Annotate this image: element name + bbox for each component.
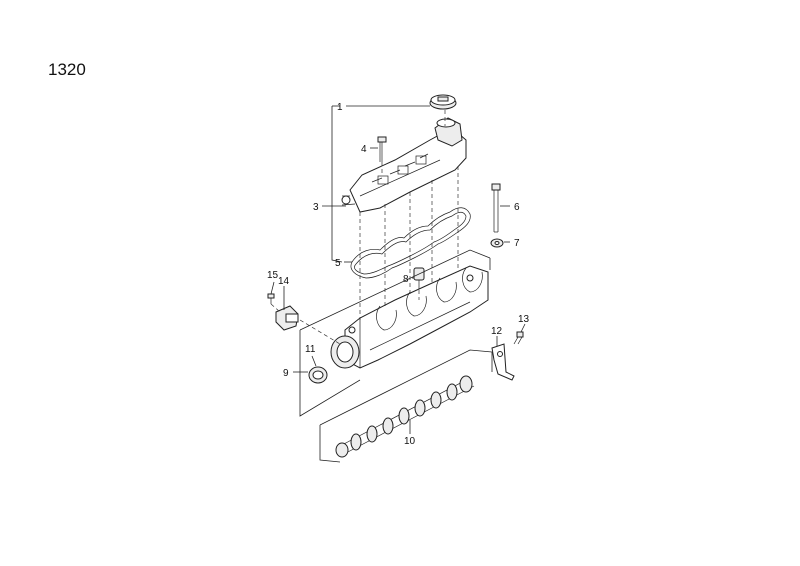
- callout-6: 6: [514, 202, 520, 213]
- callout-5: 5: [335, 258, 341, 269]
- callout-11: 11: [305, 344, 316, 355]
- callout-9: 9: [283, 368, 289, 379]
- callout-labels: 1 3 4 5 6 7 8 9 10 11 12 13 14 15: [267, 102, 530, 447]
- plug[interactable]: [413, 267, 425, 290]
- callout-3: 3: [313, 202, 319, 213]
- callout-14: 14: [278, 276, 290, 287]
- callout-7: 7: [514, 238, 520, 249]
- valve-cover[interactable]: [341, 117, 467, 213]
- callout-4: 4: [361, 144, 367, 155]
- callout-1: 1: [337, 102, 343, 113]
- long-bolt[interactable]: [491, 183, 501, 233]
- diagram-number: 1320: [48, 60, 86, 79]
- callout-8: 8: [403, 274, 409, 285]
- cover-bolt[interactable]: [377, 136, 387, 162]
- valve-cover-gasket[interactable]: [350, 207, 471, 279]
- camshaft[interactable]: [335, 375, 475, 458]
- oil-filler-cap[interactable]: [429, 94, 457, 110]
- camshaft-housing[interactable]: [330, 265, 489, 369]
- alignment-lines: [270, 110, 459, 345]
- washer[interactable]: [490, 238, 504, 248]
- callout-15: 15: [267, 270, 279, 281]
- bracket-bolt[interactable]: [513, 331, 524, 345]
- leader-lines: [270, 105, 526, 434]
- seal-ring[interactable]: [308, 366, 328, 384]
- callout-13: 13: [518, 314, 530, 325]
- callout-10: 10: [404, 436, 416, 447]
- bracket[interactable]: [491, 343, 515, 381]
- sensor-bolt[interactable]: [267, 293, 275, 304]
- callout-12: 12: [491, 326, 503, 337]
- group-frame-lines: [299, 249, 493, 463]
- camshaft-sensor[interactable]: [275, 305, 299, 331]
